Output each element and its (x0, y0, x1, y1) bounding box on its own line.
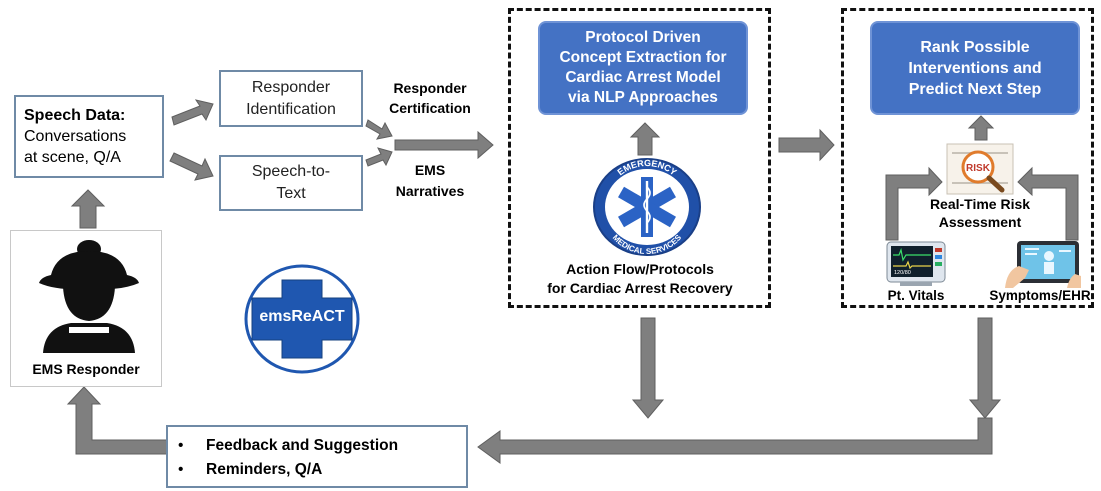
arrow-symptoms-to-risk (1017, 166, 1079, 241)
speech-data-title: Speech Data: (24, 107, 126, 124)
protocol-region (508, 8, 771, 308)
risk-region (841, 8, 1094, 308)
ems-narratives-line1: EMS (414, 162, 446, 178)
emsreact-label: emsReACT (259, 308, 345, 325)
risk-line2: Assessment (938, 214, 1022, 230)
arrow-return-to-feedback (477, 417, 993, 464)
speech-data-line2: at scene, Q/A (24, 149, 121, 166)
responder-certification-line2: Certification (389, 100, 471, 116)
rank-line3: Predict Next Step (908, 80, 1042, 98)
responder-certification-label: Responder Certification (384, 78, 476, 118)
feedback-box: • Feedback and Suggestion • Reminders, Q… (166, 425, 468, 488)
arrow-resp-id-merge (365, 119, 393, 140)
feedback-bullet-2: • (178, 461, 184, 478)
arrow-feedback-to-responder (66, 386, 169, 455)
arrow-protocol-down (631, 317, 665, 419)
arrow-risk-to-rank (967, 115, 995, 141)
speech-data-line1: Conversations (24, 128, 127, 145)
rank-line1: Rank Possible (920, 38, 1030, 56)
ems-responder-icon (39, 240, 139, 353)
monitor-readout: 120/80 (894, 270, 911, 276)
arrow-stt-merge (365, 147, 393, 167)
protocol-driven-box: Protocol Driven Concept Extraction for C… (538, 21, 748, 115)
symptoms-ehr-label: Symptoms/EHR (989, 288, 1091, 303)
ems-responder-card: EMS Responder (10, 230, 162, 387)
speech-data-box: Speech Data: Conversations at scene, Q/A (14, 95, 164, 178)
risk-icon-text: RISK (966, 163, 991, 174)
protocol-line3: Cardiac Arrest Model (565, 69, 721, 86)
patient-monitor-icon: 120/80 (886, 241, 946, 286)
responder-certification-line1: Responder (393, 80, 467, 96)
arrow-risk-down (968, 317, 1002, 419)
action-flow-line1: Action Flow/Protocols (566, 261, 714, 277)
arrow-to-speech-to-text (169, 152, 214, 181)
risk-line1: Real-Time Risk (929, 196, 1031, 212)
speech-to-text-line2: Text (276, 185, 306, 202)
arrow-vitals-to-risk (885, 166, 943, 241)
arrow-protocol-to-risk (778, 128, 835, 162)
rank-interventions-box: Rank Possible Interventions and Predict … (870, 21, 1080, 115)
feedback-item-2: • Reminders, Q/A (178, 459, 466, 481)
protocol-line1: Protocol Driven (585, 29, 701, 46)
risk-magnifier-icon: RISK (946, 143, 1014, 195)
feedback-item-1-text: Feedback and Suggestion (206, 437, 399, 454)
tablet-ehr-icon (1005, 241, 1081, 288)
emsreact-logo-graphic (244, 264, 360, 374)
ems-responder-label: EMS Responder (32, 361, 140, 377)
responder-identification-box: Responder Identification (219, 70, 363, 127)
ems-narratives-line2: Narratives (395, 183, 465, 199)
feedback-bullet-1: • (178, 437, 184, 454)
protocol-line2: Concept Extraction for (559, 49, 727, 66)
responder-identification-line2: Identification (246, 100, 336, 118)
action-flow-line2: for Cardiac Arrest Recovery (547, 280, 733, 296)
pt-vitals-label: Pt. Vitals (887, 288, 945, 303)
responder-identification-line1: Responder (251, 78, 331, 96)
emsreact-logo: emsReACT (244, 264, 360, 374)
arrow-to-protocol (394, 130, 494, 160)
action-flow-label: Action Flow/Protocols for Cardiac Arrest… (515, 260, 765, 298)
feedback-item-2-text: Reminders, Q/A (206, 461, 323, 478)
feedback-item-1: • Feedback and Suggestion (178, 435, 466, 457)
speech-to-text-line1: Speech-to- (251, 163, 331, 180)
rank-line2: Interventions and (908, 59, 1042, 77)
arrow-to-responder-id (171, 99, 214, 126)
protocol-line4: via NLP Approaches (568, 89, 718, 106)
speech-to-text-box: Speech-to- Text (219, 155, 363, 211)
arrow-responder-to-speech (70, 189, 106, 229)
arrow-logo-to-protocol (629, 122, 661, 156)
ems-star-of-life-icon: EMERGENCY MEDICAL SERVICES (593, 158, 701, 256)
ems-narratives-label: EMS Narratives (390, 160, 470, 202)
real-time-risk-label: Real-Time Risk Assessment (905, 195, 1055, 231)
